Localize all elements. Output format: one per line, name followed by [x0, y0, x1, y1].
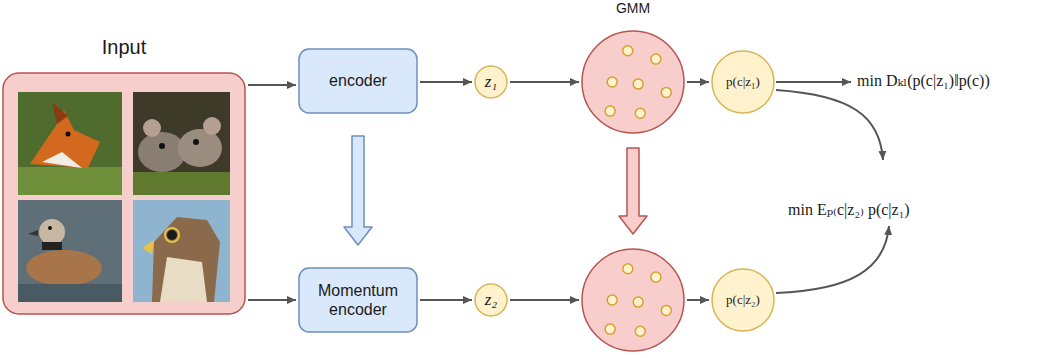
duck-water [18, 284, 122, 302]
falcon-head [152, 217, 220, 302]
flow-arrow [687, 81, 709, 83]
mouse-body [178, 129, 222, 167]
cluster-dot [623, 264, 633, 274]
flow-arrow [248, 299, 296, 301]
cluster-dot [633, 79, 643, 89]
cluster-dot [607, 295, 617, 305]
mice-grass [133, 172, 230, 195]
text-holder: p(c|z₁) [711, 50, 775, 114]
cluster-dot [661, 305, 671, 315]
mouse-eye [159, 143, 165, 149]
cluster-dot [651, 54, 661, 64]
fox-grass [18, 167, 122, 195]
text-holder: Momentum encoder [298, 267, 418, 333]
gmm-circle-outline [581, 30, 685, 134]
latent-circle-shape [475, 284, 507, 316]
node-label: encoder [329, 71, 387, 90]
posterior-circle: p(c|z₂) [711, 268, 775, 332]
falcon-eye-ring [165, 228, 179, 242]
mouse-eye [193, 139, 199, 145]
duck-eye [48, 226, 52, 230]
mouse-ear [143, 119, 161, 137]
loss-formula: min Eₚ₍c|z₂₎ p(c|z₁) [786, 200, 912, 219]
latent-circle-shape [475, 66, 507, 98]
fox-eye [66, 132, 71, 137]
cluster-dot [661, 87, 671, 97]
box-shape [299, 268, 417, 332]
text-holder: p(c|z₂) [711, 268, 775, 332]
box-shape [299, 49, 417, 113]
falcon-beak [142, 240, 154, 254]
flow-arrow [248, 84, 296, 86]
cluster-dot [605, 324, 615, 334]
mice-photo [133, 92, 230, 195]
falcon-eye [167, 230, 177, 240]
fox-head [30, 110, 100, 168]
text-holder: z₁ [474, 65, 508, 99]
loss-arrow [776, 90, 883, 160]
duck-photo [18, 200, 122, 302]
loss-arrow [776, 81, 851, 83]
cluster-dot [635, 326, 645, 336]
node-heading: Input [0, 36, 286, 59]
duck-collar [42, 242, 62, 250]
cluster-dot [651, 272, 661, 282]
node-label: z₁ [485, 72, 498, 92]
input-panel-outline [2, 72, 246, 315]
fox-ear [52, 102, 68, 124]
text-holder: z₂ [474, 283, 508, 317]
gmm-circle-shape [582, 31, 684, 133]
momentum-encoder-box: Momentum encoder [298, 267, 418, 333]
node-label: Momentum encoder [304, 281, 412, 319]
gmm-circle [581, 248, 685, 352]
latent-circle: z₂ [474, 283, 508, 317]
node-label: z₂ [485, 290, 498, 310]
fox-photo [18, 92, 122, 195]
node-heading: GMM [541, 0, 725, 16]
input-panel: Input [2, 72, 246, 315]
cluster-dot [635, 108, 645, 118]
panel-shape [3, 73, 245, 314]
posterior-circle-shape [712, 269, 774, 331]
duck-bill [28, 230, 38, 236]
cluster-dot [633, 297, 643, 307]
flow-arrow [510, 81, 579, 83]
gmm-circle-outline [581, 248, 685, 352]
loss-arrow [776, 226, 889, 293]
duck-body [26, 250, 102, 286]
latent-circle: z₁ [474, 65, 508, 99]
fox-chin [42, 152, 82, 168]
cluster-dot [607, 77, 617, 87]
falcon-photo [133, 200, 230, 302]
gmm-circle: GMM [581, 30, 685, 134]
loss-formula: min Dₖₗ(p(c|z₁)‖p(c)) [855, 71, 992, 90]
posterior-circle-shape [712, 51, 774, 113]
node-label: p(c|z₁) [726, 74, 760, 90]
posterior-circle: p(c|z₁) [711, 50, 775, 114]
text-holder: encoder [298, 48, 418, 114]
node-label: p(c|z₂) [726, 292, 760, 308]
falcon-chest [160, 257, 207, 302]
flow-arrow [420, 299, 472, 301]
flow-arrow [687, 299, 709, 301]
gmm-circle-shape [582, 249, 684, 351]
block-arrow [619, 148, 647, 234]
cluster-dot [623, 46, 633, 56]
mouse-ear [203, 117, 221, 135]
cluster-dot [605, 106, 615, 116]
duck-head [39, 219, 65, 245]
momentum-encoder-box-outline [298, 267, 418, 333]
flow-arrow [420, 81, 472, 83]
encoder-box: encoder [298, 48, 418, 114]
flow-arrow [510, 299, 579, 301]
block-arrow [344, 136, 372, 245]
